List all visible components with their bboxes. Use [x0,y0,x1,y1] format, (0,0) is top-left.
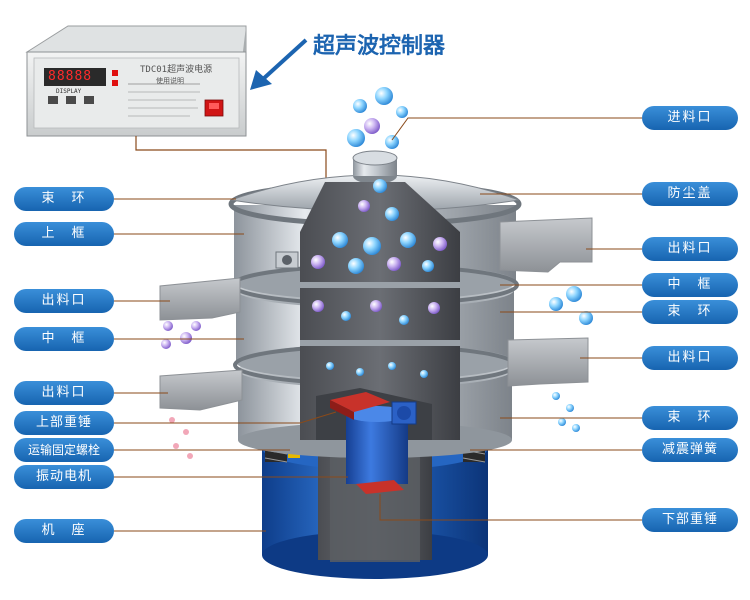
label-feed-inlet: 进料口 [642,106,738,130]
label-base: 机 座 [14,519,114,543]
upper-screen-mesh [300,282,460,288]
label-upper-weight: 上部重锤 [14,411,114,435]
controller-cable [135,136,327,180]
label-outlet: 出料口 [642,237,738,261]
panel-button [84,96,94,104]
ultrasonic-controller [25,25,247,137]
lower-left-outlet [159,369,243,411]
label-lower-weight: 下部重锤 [642,508,738,532]
label-outlet: 出料口 [642,346,738,370]
panel-button [48,96,58,104]
panel-button [66,96,76,104]
label-middle-frame: 中 框 [14,327,114,351]
feed-bubbles [311,87,447,378]
label-outlet: 出料口 [14,289,114,313]
label-outlet: 出料口 [14,381,114,405]
arrow-icon [250,38,308,90]
indicator-led [112,80,118,86]
label-upper-frame: 上 框 [14,222,114,246]
leader-lines-left [114,198,348,532]
upper-left-outlet [159,277,241,321]
upper-weight [330,392,390,420]
display-readout: 88888 [48,69,93,84]
upper-right-outlet [499,217,593,273]
lower-right-outlet [507,337,589,387]
label-transport-bolt: 运输固定螺栓 [14,438,114,462]
controller-title: 超声波控制器 [313,34,446,59]
usage-heading: 使用说明 [156,77,184,85]
ultrasonic-transducer [275,251,299,269]
lower-weight [356,480,404,494]
leader-lines-right [379,117,642,521]
label-vibration-motor: 振动电机 [14,465,114,489]
label-clamp-ring: 束 环 [642,300,738,324]
label-middle-frame: 中 框 [642,273,738,297]
lower-screen-mesh [300,340,460,346]
label-clamp-ring: 束 环 [642,406,738,430]
label-dust-cover: 防尘盖 [642,182,738,206]
outlet-particles [161,286,593,459]
display-caption: DISPLAY [56,88,82,95]
controller-model: TDC01超声波电源 [140,65,213,75]
label-damping-spring: 减震弹簧 [642,438,738,462]
indicator-led [112,70,118,76]
label-clamp-ring: 束 环 [14,187,114,211]
vibration-motor [346,401,417,484]
digital-display [44,68,106,86]
